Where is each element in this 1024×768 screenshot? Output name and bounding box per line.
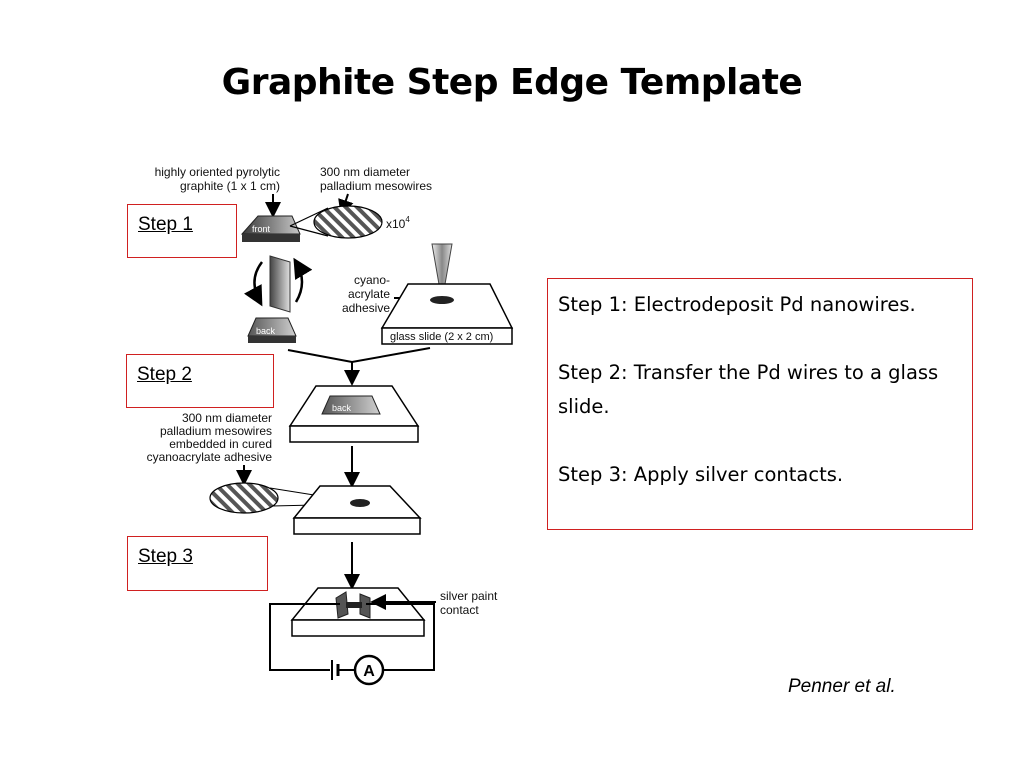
adhesive-dispenser <box>431 243 453 291</box>
embedded-label-1: 300 nm diameter <box>182 411 272 425</box>
embedded-label-2: palladium mesowires <box>160 424 272 438</box>
ammeter-symbol: A <box>353 654 385 686</box>
front-label: front <box>252 224 271 234</box>
glass-slide-label: glass slide (2 x 2 cm) <box>390 331 493 343</box>
merge-lines <box>287 347 431 364</box>
steps-description-box: Step 1: Electrodeposit Pd nanowires. Ste… <box>547 278 973 530</box>
step-3-description: Step 3: Apply silver contacts. <box>558 463 844 486</box>
step-2-label: Step 2 <box>137 364 192 385</box>
citation: Penner et al. <box>788 676 896 698</box>
mesowire-label-1: 300 nm diameter <box>320 165 410 179</box>
magnification-label: x104 <box>386 215 410 231</box>
step-1-description: Step 1: Electrodeposit Pd nanowires. <box>558 293 916 316</box>
mesowire-label-2: palladium mesowires <box>320 179 432 193</box>
hopg-label-2: graphite (1 x 1 cm) <box>180 179 280 193</box>
hopg-label-1: highly oriented pyrolytic <box>155 165 280 179</box>
hopg-front-block: front <box>240 215 301 242</box>
adhesive-label-2: acrylate <box>348 287 390 301</box>
flip-arrow-left <box>244 261 264 307</box>
embedded-zoom-ellipse <box>209 482 279 514</box>
silver-label-1: silver paint <box>440 589 498 603</box>
back-label: back <box>256 326 276 336</box>
hopg-vertical-block <box>269 255 291 313</box>
embedded-label-4: cyanoacrylate adhesive <box>147 450 273 464</box>
step-1-box: Step 1 <box>127 204 237 258</box>
silver-label-2: contact <box>440 603 479 617</box>
circuit-wire-right <box>366 603 435 671</box>
slide-with-contacts <box>290 587 426 637</box>
step-2-description: Step 2: Transfer the Pd wires to a glass… <box>558 361 939 418</box>
adhesive-label-1: cyano- <box>354 273 390 287</box>
glass-slide-2 <box>292 485 422 535</box>
step-3-box: Step 3 <box>127 536 268 591</box>
slide-with-hopg: back <box>288 385 420 443</box>
hopg-back-block: back <box>247 317 297 343</box>
step-1-label: Step 1 <box>138 214 193 235</box>
adhesive-label-3: adhesive <box>342 301 390 315</box>
embedded-label-3: embedded in cured <box>169 437 272 451</box>
mesowire-zoom-ellipse <box>313 205 383 239</box>
back-label-2: back <box>332 403 352 413</box>
circuit-wire-left <box>269 603 340 671</box>
step-3-label: Step 3 <box>138 546 193 567</box>
ammeter-label: A <box>363 663 375 680</box>
citation-text: Penner et al. <box>788 676 896 697</box>
slide-title: Graphite Step Edge Template <box>221 62 803 103</box>
step-2-box: Step 2 <box>126 354 274 408</box>
battery-symbol <box>331 660 354 680</box>
glass-slide-1: glass slide (2 x 2 cm) <box>380 283 514 345</box>
flip-arrow-right <box>293 257 313 303</box>
